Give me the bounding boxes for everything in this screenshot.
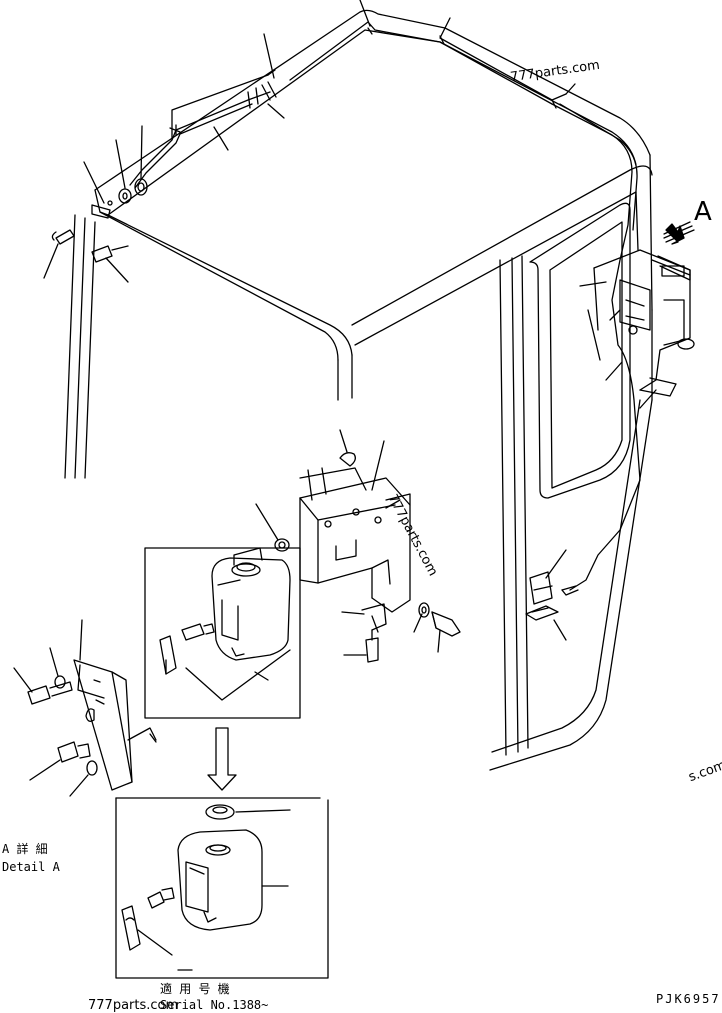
applicability-jp: 適 用 号 機 xyxy=(160,982,230,996)
inset-box-old-tank xyxy=(144,547,301,719)
drawing-code: PJK6957 xyxy=(656,992,721,1006)
arrow-down-icon xyxy=(207,727,237,791)
main-washer-tank xyxy=(255,429,411,613)
detail-a-arrow-icon xyxy=(663,221,695,245)
cab-roof xyxy=(94,9,653,361)
left-bracket xyxy=(13,619,157,797)
tank-mount-hardware xyxy=(341,602,461,663)
roof-fasteners xyxy=(43,125,148,283)
door-connector-parts xyxy=(525,549,577,641)
watermark: 777parts.com xyxy=(88,998,179,1013)
washer-hose xyxy=(129,21,641,596)
detail-a-motor xyxy=(579,249,695,409)
serial-number-label: Serial No.1388~ xyxy=(160,998,269,1012)
cab-frame xyxy=(64,154,653,771)
detail-a-title-jp: A 詳 細 xyxy=(2,842,48,856)
inset-box-new-tank xyxy=(115,797,329,979)
roof-callouts xyxy=(171,0,576,151)
detail-a-title-en: Detail A xyxy=(2,860,60,874)
detail-a-marker: A xyxy=(694,197,712,227)
